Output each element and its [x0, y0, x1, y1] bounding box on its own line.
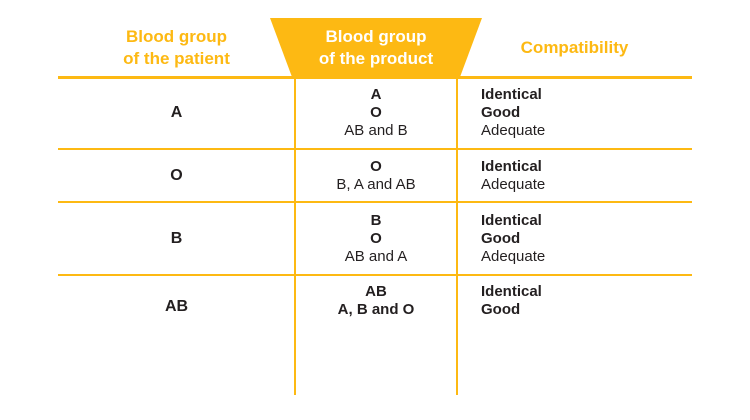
column-divider-right — [456, 77, 458, 395]
patient-blood-group: AB — [164, 297, 189, 315]
product-line: O — [370, 104, 382, 121]
compatibility-line: Identical — [481, 211, 542, 229]
compatibility-cell: Identical Good — [481, 275, 692, 327]
product-line: AB — [365, 283, 387, 300]
product-line: O — [370, 229, 382, 247]
column-divider-left — [294, 77, 296, 395]
compatibility-cell: Identical Good Adequate — [481, 77, 692, 149]
row-divider-2 — [58, 147, 692, 150]
product-cell: A O AB and B — [296, 77, 456, 149]
product-line: O — [370, 157, 382, 175]
patient-header-line2: of the patient — [123, 48, 230, 68]
product-line: B, A and AB — [336, 175, 416, 193]
compatibility-line: Good — [481, 229, 521, 247]
product-header-line1: Blood group — [325, 26, 427, 46]
patient-column-header: Blood group of the patient — [58, 18, 295, 77]
product-cell: AB A, B and O — [296, 275, 456, 327]
compatibility-line: Adequate — [481, 247, 546, 265]
product-column-header-trapezoid: Blood group of the product — [270, 18, 482, 77]
product-line: AB and B — [344, 122, 408, 139]
row-divider-1 — [58, 76, 692, 79]
patient-blood-group: O — [170, 166, 183, 184]
product-header-line2: of the product — [318, 48, 434, 68]
compatibility-column-header: Compatibility — [457, 18, 692, 77]
compatibility-line: Adequate — [481, 122, 546, 139]
row-divider-3 — [58, 200, 692, 203]
product-line: A — [370, 86, 382, 103]
patient-cell: A — [58, 77, 295, 149]
compatibility-line: Identical — [481, 86, 542, 103]
compatibility-cell: Identical Good Adequate — [481, 202, 692, 275]
compatibility-line: Identical — [481, 157, 542, 175]
patient-blood-group: B — [170, 229, 183, 247]
product-cell: B O AB and A — [296, 202, 456, 275]
patient-blood-group: A — [170, 104, 183, 121]
product-line: AB and A — [344, 247, 408, 265]
patient-cell: B — [58, 202, 295, 275]
patient-cell: O — [58, 149, 295, 202]
compatibility-cell: Identical Adequate — [481, 149, 692, 202]
patient-cell: AB — [58, 275, 295, 338]
row-divider-4 — [58, 273, 692, 276]
compatibility-line: Good — [481, 104, 521, 121]
compatibility-line: Adequate — [481, 175, 546, 193]
compatibility-header-label: Compatibility — [520, 37, 629, 57]
product-line: A, B and O — [337, 301, 415, 318]
compatibility-line: Identical — [481, 283, 542, 300]
product-line: B — [370, 211, 382, 229]
product-cell: O B, A and AB — [296, 149, 456, 202]
patient-header-line1: Blood group — [125, 26, 228, 46]
compatibility-line: Good — [481, 301, 521, 318]
